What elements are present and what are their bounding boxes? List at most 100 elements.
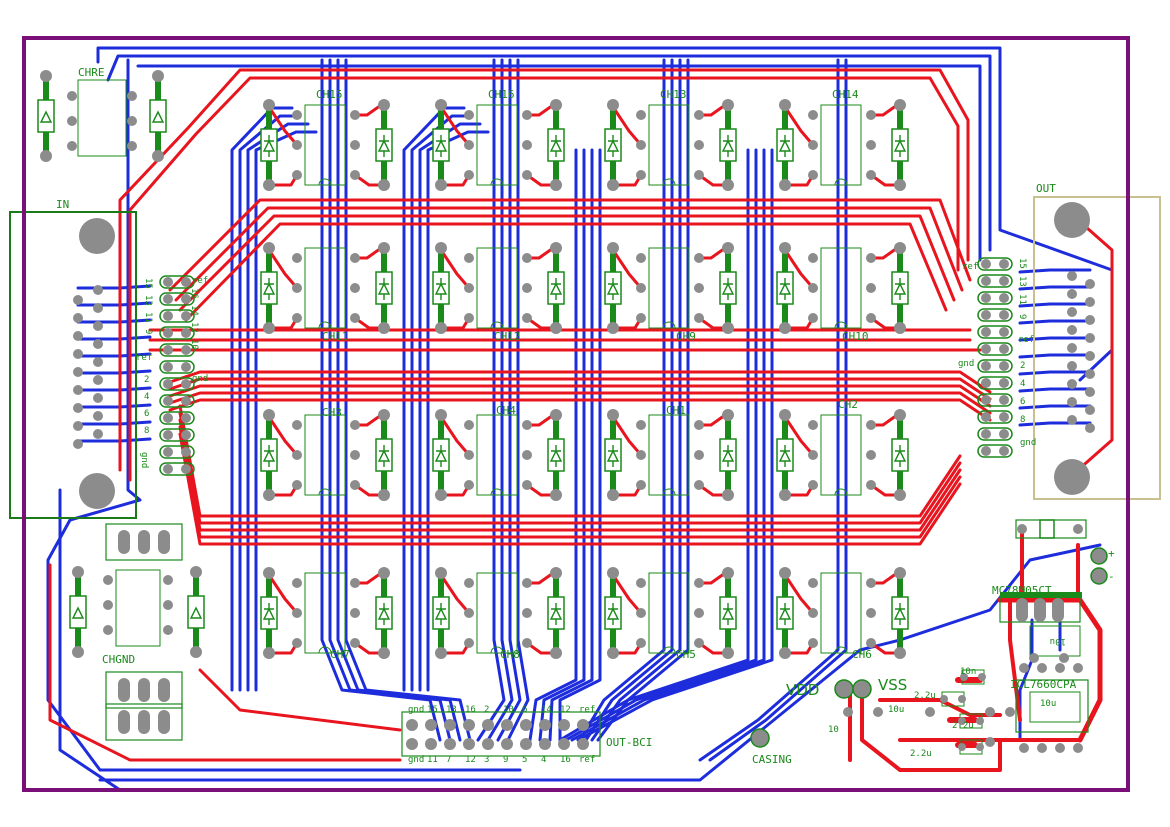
pad (636, 313, 646, 323)
pad (181, 447, 191, 457)
pad (464, 313, 474, 323)
pad (73, 439, 83, 449)
optocoupler-outline (648, 247, 690, 329)
pad (866, 110, 876, 120)
pad (1073, 743, 1083, 753)
in-pin-label: 8 (144, 426, 149, 436)
diode-symbol-icon (434, 603, 448, 625)
out-pin-label: 4 (1020, 379, 1025, 389)
pad (522, 420, 532, 430)
pad (808, 480, 818, 490)
pad (550, 647, 562, 659)
pad (127, 116, 137, 126)
pad (1067, 397, 1077, 407)
pad (866, 608, 876, 618)
pad (981, 293, 991, 303)
pad (607, 99, 619, 111)
pad (894, 242, 906, 254)
pad (981, 310, 991, 320)
pad (779, 242, 791, 254)
pad (435, 489, 447, 501)
pad (607, 242, 619, 254)
diode-outline (432, 271, 450, 305)
optocoupler-outline (648, 414, 690, 496)
pad (976, 743, 984, 751)
board-outline (22, 36, 1130, 792)
pad (636, 283, 646, 293)
pad (93, 285, 103, 295)
pad (894, 647, 906, 659)
header-outline (105, 671, 183, 709)
pad (808, 313, 818, 323)
out-bci-pin-label: 16 (465, 705, 476, 715)
pad (292, 608, 302, 618)
top-trace (198, 668, 402, 732)
pad (694, 140, 704, 150)
pad (894, 322, 906, 334)
diode-outline (432, 438, 450, 472)
bottom-trace (558, 148, 750, 742)
pad (550, 99, 562, 111)
optocoupler-outline (304, 572, 346, 654)
pad (435, 242, 447, 254)
top-trace (997, 597, 1103, 743)
pad (1085, 387, 1095, 397)
bottom-trace (570, 148, 766, 742)
pad (138, 678, 150, 702)
pad (93, 429, 103, 439)
optocoupler-outline (820, 104, 862, 186)
pad (73, 331, 83, 341)
diode-symbol-icon (778, 278, 792, 300)
pad (350, 170, 360, 180)
pad (722, 242, 734, 254)
out-pin-label: gnd (1020, 438, 1036, 448)
top-trace (611, 415, 643, 457)
out-connector-outline (1033, 196, 1161, 500)
pad (163, 294, 173, 304)
pad (1067, 415, 1077, 425)
pad (1016, 598, 1028, 622)
pad (1073, 663, 1083, 673)
pad (93, 339, 103, 349)
pad (981, 395, 991, 405)
pad (520, 719, 532, 731)
bottom-trace (1018, 319, 1092, 325)
diode-outline (891, 596, 909, 630)
pad (1052, 598, 1064, 622)
cap-outline (1029, 691, 1081, 723)
channel-label-ch8: CH8 (500, 648, 520, 661)
top-trace (439, 415, 471, 457)
cap-body (1039, 519, 1055, 539)
in-connector-label: IN (56, 198, 69, 211)
pad (73, 385, 83, 395)
pad (808, 253, 818, 263)
mounting-hole (79, 218, 115, 254)
pad (1029, 653, 1039, 663)
pad (350, 450, 360, 460)
pad (501, 719, 513, 731)
bottom-trace (136, 64, 982, 262)
channel-label-ch6: CH6 (852, 648, 872, 661)
header-outline (159, 275, 195, 289)
header-outline (159, 360, 195, 374)
pad (1085, 351, 1095, 361)
pad (694, 283, 704, 293)
bottom-trace (1018, 285, 1092, 291)
pad (73, 349, 83, 359)
diode-outline (187, 595, 205, 629)
pad (463, 719, 475, 731)
out-pin-label: 11 (1017, 294, 1027, 305)
pad (1055, 743, 1065, 753)
mounting-hole (1054, 202, 1090, 238)
bottom-trace (410, 114, 474, 692)
optocoupler-notch (834, 178, 848, 186)
pad (118, 710, 130, 734)
diode-symbol-icon (434, 135, 448, 157)
diode-symbol-icon (377, 445, 391, 467)
in-pin-label: gnd (139, 452, 149, 468)
pad (163, 362, 173, 372)
pad (292, 450, 302, 460)
diode-symbol-icon (434, 445, 448, 467)
pad (435, 179, 447, 191)
